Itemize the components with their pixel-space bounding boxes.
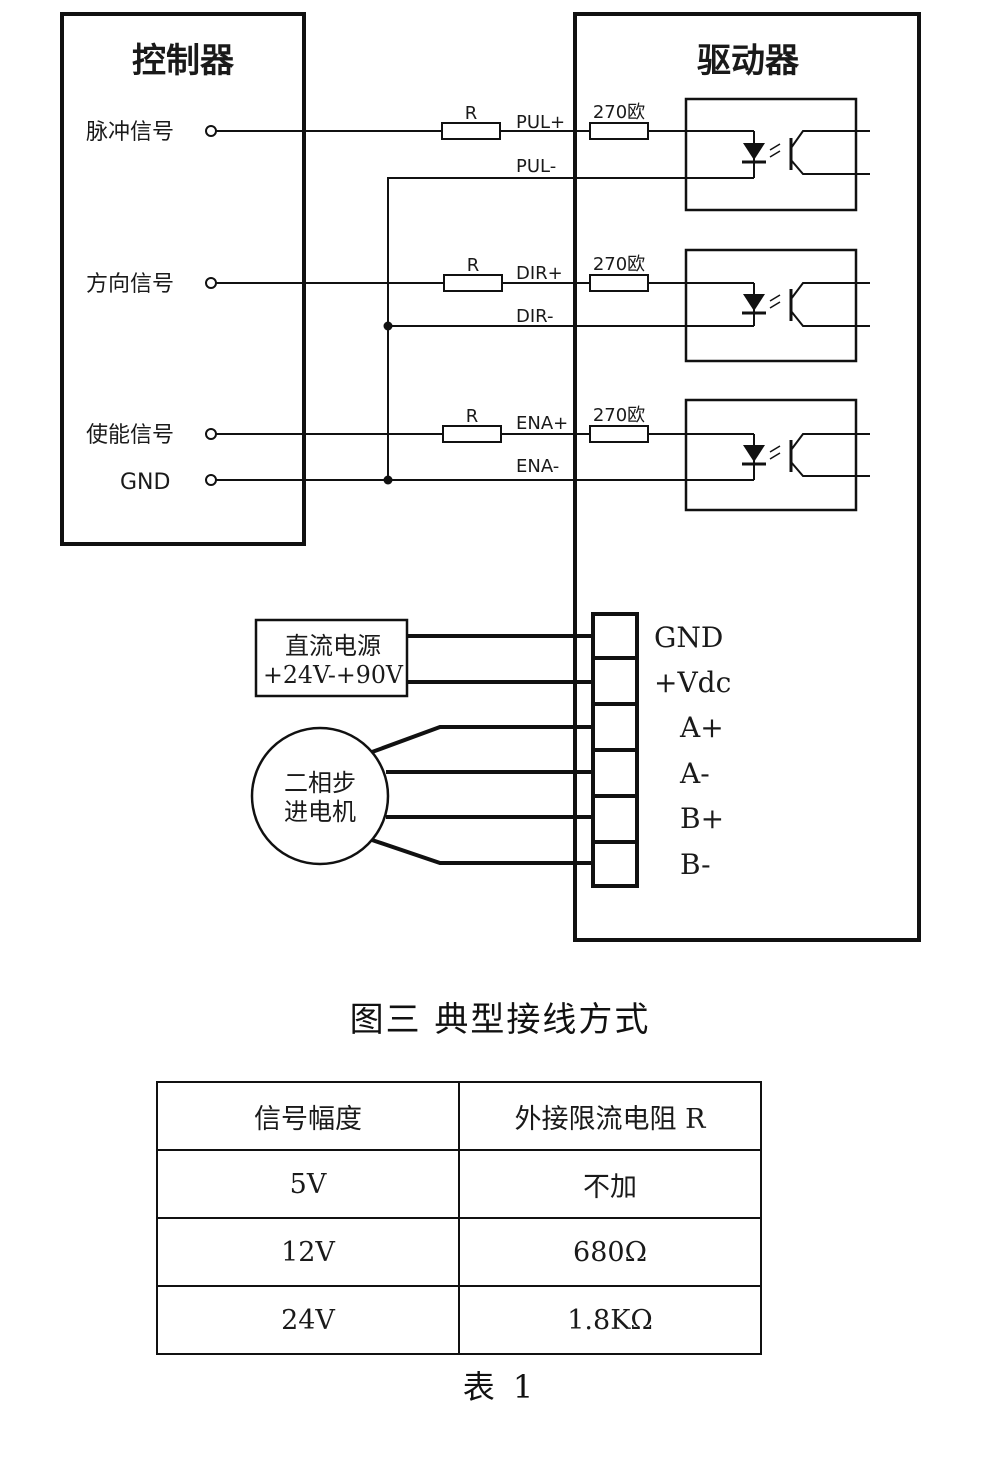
signal-label-gnd: GND xyxy=(120,470,170,495)
controller-box xyxy=(60,12,306,546)
pin-label-pul-minus: PUL- xyxy=(516,156,556,177)
table-header: 外接限流电阻 R xyxy=(458,1081,762,1151)
resistor-label: R xyxy=(467,255,480,276)
resistor-r-enable xyxy=(442,425,502,443)
table-header-row: 信号幅度 外接限流电阻 R xyxy=(156,1081,762,1151)
signal-wires xyxy=(216,130,754,481)
power-supply-voltage: +24V-+90V xyxy=(263,661,404,689)
table-row: 24V 1.8KΩ xyxy=(156,1285,762,1355)
terminal-label-a-plus: A+ xyxy=(679,711,724,744)
figure-caption: 图三 典型接线方式 xyxy=(349,1000,651,1040)
pin-label-ena-plus: ENA+ xyxy=(516,413,568,434)
resistor-table: 信号幅度 外接限流电阻 R 5V 不加 12V 680Ω 24V 1.8KΩ xyxy=(156,1081,762,1355)
table-cell: 1.8KΩ xyxy=(458,1285,762,1355)
junction-dot xyxy=(383,475,393,485)
terminal-label-vdc: +Vdc xyxy=(654,666,731,699)
terminal-label-a-minus: A- xyxy=(679,757,710,790)
table-cell: 24V xyxy=(156,1285,460,1355)
terminal-pulse xyxy=(205,125,217,137)
terminal-label-gnd: GND xyxy=(654,621,723,654)
terminal-direction xyxy=(205,277,217,289)
internal-resistor-label: 270欧 xyxy=(593,254,645,275)
table-cell: 680Ω xyxy=(458,1217,762,1287)
terminal-label-b-minus: B- xyxy=(680,848,711,881)
driver-title: 驱动器 xyxy=(697,41,800,81)
motor-label: 二相步 xyxy=(284,769,356,797)
wiring-diagram: 控制器 脉冲信号 方向信号 使能信号 GND 驱动器 R R R PUL+ PU… xyxy=(60,12,921,942)
resistor-label: R xyxy=(465,103,478,124)
internal-resistor-label: 270欧 xyxy=(593,405,645,426)
terminal-gnd xyxy=(205,474,217,486)
internal-resistor-pulse xyxy=(589,122,649,140)
motor-circle xyxy=(250,726,390,866)
power-supply-label: 直流电源 xyxy=(285,632,381,660)
driver-box xyxy=(573,12,921,942)
table-row: 12V 680Ω xyxy=(156,1217,762,1287)
table-cell: 不加 xyxy=(458,1149,762,1219)
internal-resistor-label: 270欧 xyxy=(593,102,645,123)
optocoupler-pulse xyxy=(684,97,870,212)
signal-label-direction: 方向信号 xyxy=(86,272,174,297)
resistor-label: R xyxy=(466,406,479,427)
motor-label: 进电机 xyxy=(284,798,356,826)
table-row: 5V 不加 xyxy=(156,1149,762,1219)
terminal-label-b-plus: B+ xyxy=(680,802,724,835)
table-caption: 表 1 xyxy=(462,1368,538,1406)
pin-label-dir-plus: DIR+ xyxy=(516,263,563,284)
signal-label-pulse: 脉冲信号 xyxy=(86,120,174,145)
resistor-r-direction xyxy=(443,274,503,292)
table-cell: 5V xyxy=(156,1149,460,1219)
pin-label-dir-minus: DIR- xyxy=(516,306,553,327)
table-cell: 12V xyxy=(156,1217,460,1287)
terminal-enable xyxy=(205,428,217,440)
power-wires xyxy=(407,634,593,684)
controller-title: 控制器 xyxy=(132,41,235,81)
optocoupler-direction xyxy=(684,248,870,363)
signal-label-enable: 使能信号 xyxy=(86,423,174,448)
motor-wires xyxy=(371,725,593,865)
power-supply-box xyxy=(254,618,409,698)
pin-label-ena-minus: ENA- xyxy=(516,456,559,477)
terminal-block xyxy=(591,612,639,888)
internal-resistor-direction xyxy=(589,274,649,292)
optocoupler-enable xyxy=(684,398,870,512)
junction-dot xyxy=(383,321,393,331)
pin-label-pul-plus: PUL+ xyxy=(516,112,565,133)
table-header: 信号幅度 xyxy=(156,1081,460,1151)
resistor-r-pulse xyxy=(441,122,501,140)
internal-resistor-enable xyxy=(589,425,649,443)
